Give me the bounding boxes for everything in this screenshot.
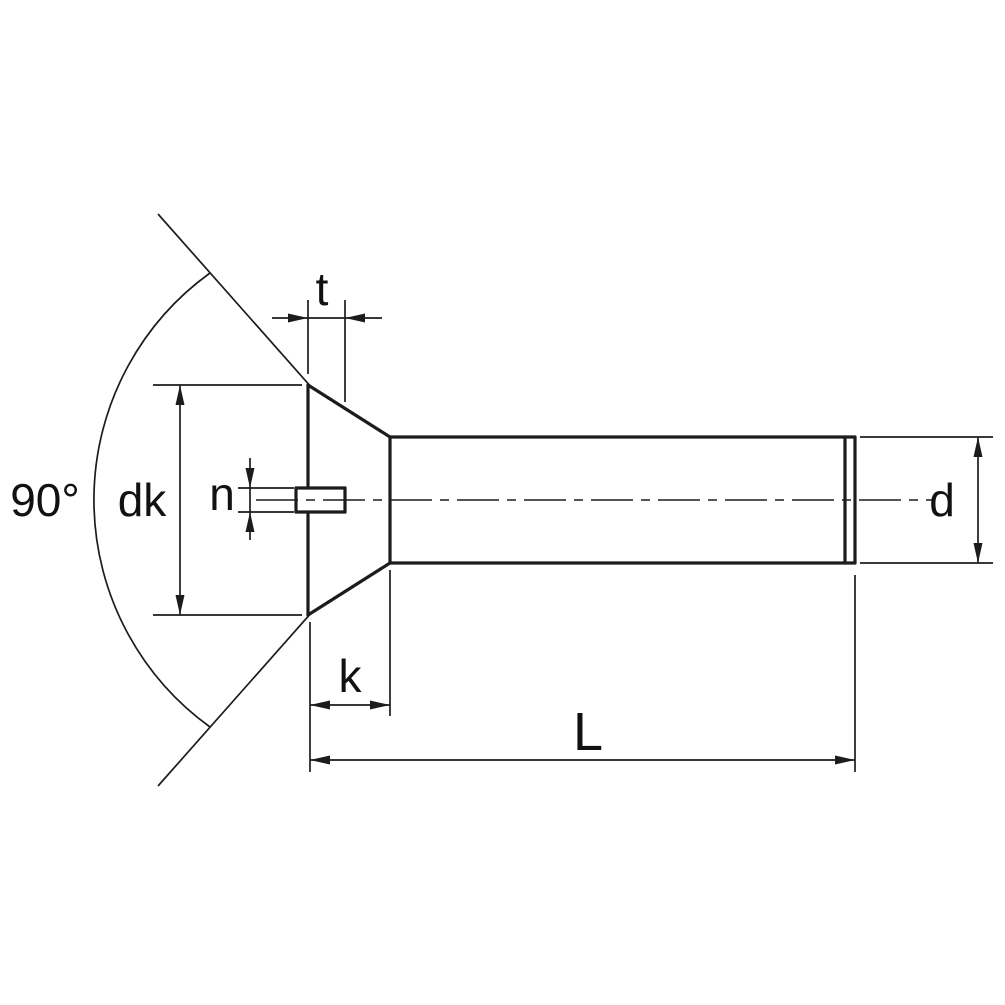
drive-slot xyxy=(294,486,347,514)
screw-outline xyxy=(306,383,857,617)
label-length: L xyxy=(573,702,603,762)
dimension-dk: dk xyxy=(118,384,302,616)
dimension-d: d xyxy=(860,436,993,564)
dimension-n: n xyxy=(209,458,294,540)
label-head-height: k xyxy=(339,650,363,702)
dimension-k: k xyxy=(309,570,391,772)
label-countersink-angle: 90° xyxy=(10,474,80,526)
label-shank-diameter: d xyxy=(929,474,955,526)
dimension-L: L xyxy=(310,575,856,772)
label-slot-depth: t xyxy=(316,263,329,315)
dimension-t: t xyxy=(272,263,382,402)
countersink-angle-construction xyxy=(93,213,313,787)
label-slot-width: n xyxy=(209,468,235,520)
label-head-diameter: dk xyxy=(118,474,168,526)
